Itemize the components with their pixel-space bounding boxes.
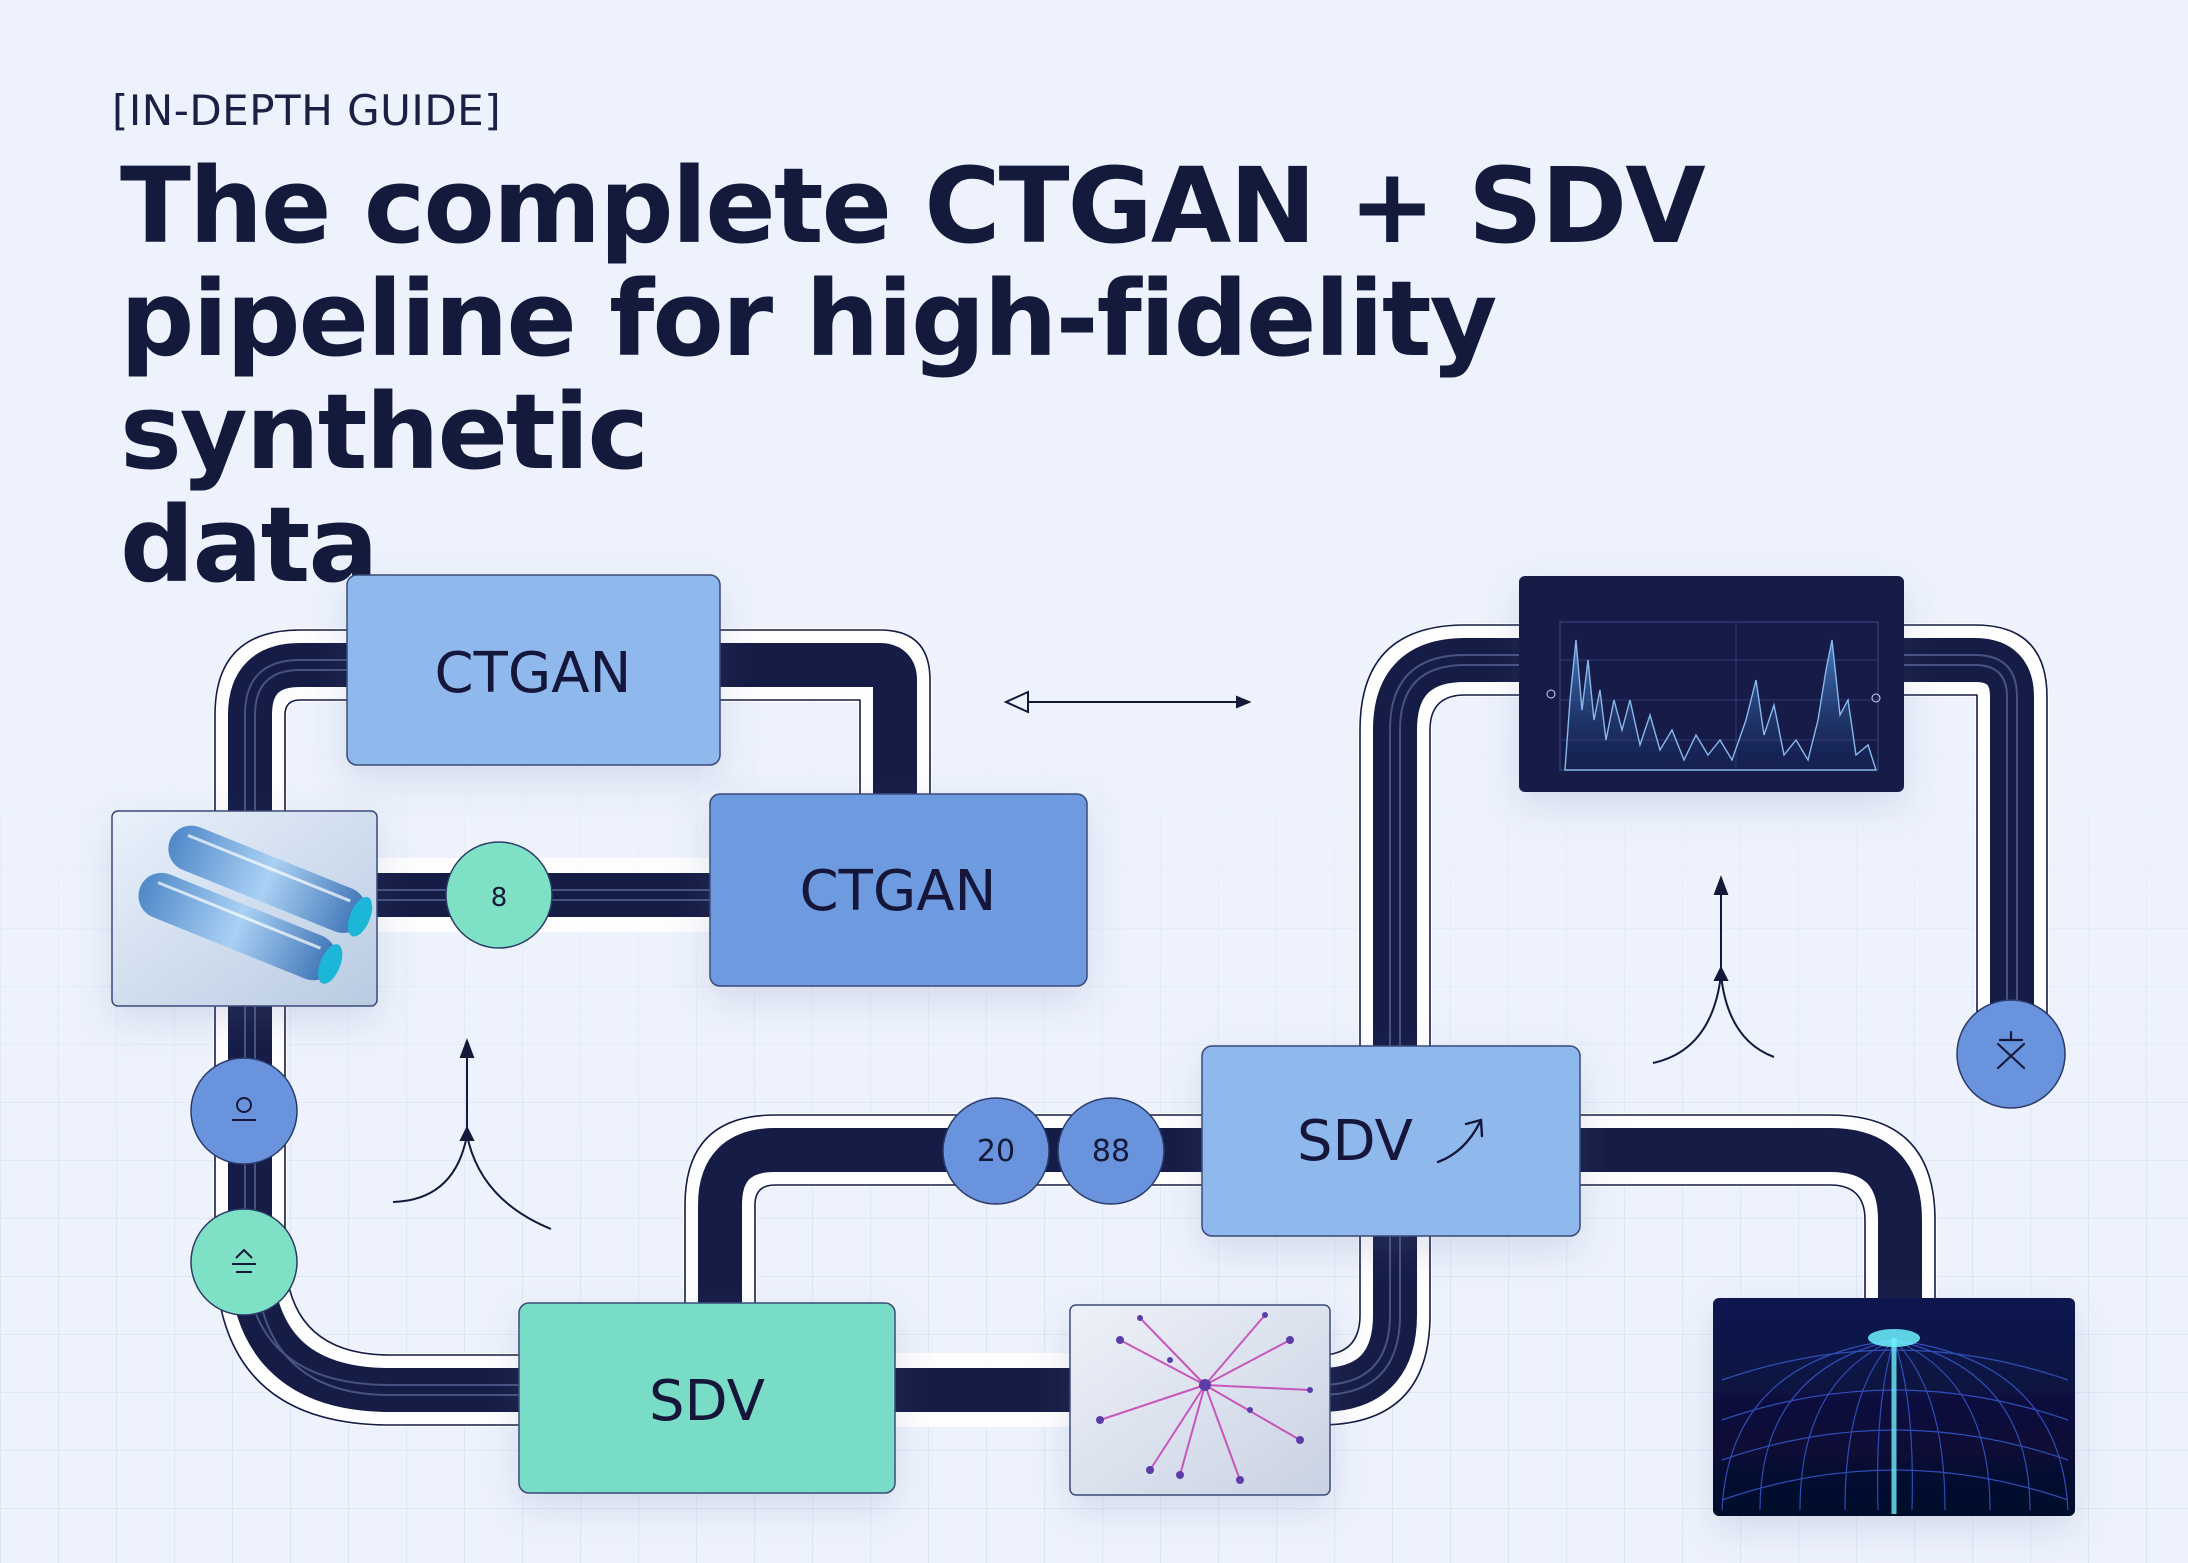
node-88[interactable]: 88: [1057, 1097, 1165, 1205]
merge-arrow-left: [392, 1038, 552, 1230]
double-arrow: [1003, 690, 1252, 714]
title-line-3: data: [120, 484, 379, 606]
eyebrow-label: [IN-DEPTH GUIDE]: [112, 86, 502, 135]
sdv-box-right-label: SDV: [1297, 1109, 1413, 1174]
node-right-vertical[interactable]: [1956, 999, 2066, 1109]
page-title: The complete CTGAN + SDV pipeline for hi…: [120, 150, 1920, 602]
neuron-network-image: [1069, 1304, 1331, 1496]
sdv-box-right[interactable]: SDV: [1201, 1045, 1581, 1237]
glass-tubes-image: [111, 810, 378, 1007]
star-glyph-icon: [1996, 1030, 2026, 1070]
title-line-2: pipeline for high-fidelity synthetic: [120, 258, 1497, 493]
waveform-chart-image: [1519, 576, 1904, 792]
pipe-network: [213, 623, 2049, 1427]
curved-arrow-icon: [1436, 1118, 1484, 1164]
merge-arrow-right: [1652, 875, 1775, 1064]
ctgan-box-top-label: CTGAN: [435, 641, 632, 706]
node-left-vertical-b[interactable]: [190, 1208, 298, 1316]
node-88-label: 88: [1092, 1134, 1130, 1169]
node-left-pipe-label: 8: [491, 883, 508, 913]
stack-glyph-icon: [232, 1248, 256, 1273]
bracket-glyph-icon: [232, 1097, 256, 1121]
node-20-label: 20: [977, 1134, 1015, 1169]
ctgan-box-mid-label: CTGAN: [800, 859, 997, 924]
sdv-box-bottom[interactable]: SDV: [518, 1302, 896, 1494]
sdv-box-bottom-label: SDV: [649, 1369, 765, 1434]
node-left-vertical-a[interactable]: [190, 1057, 298, 1165]
ctgan-box-top[interactable]: CTGAN: [346, 574, 721, 766]
ctgan-box-mid[interactable]: CTGAN: [709, 793, 1088, 987]
node-20[interactable]: 20: [942, 1097, 1050, 1205]
title-line-1: The complete CTGAN + SDV: [120, 145, 1706, 267]
mesh-funnel-image: [1713, 1298, 2075, 1516]
node-left-pipe[interactable]: 8: [445, 841, 553, 949]
